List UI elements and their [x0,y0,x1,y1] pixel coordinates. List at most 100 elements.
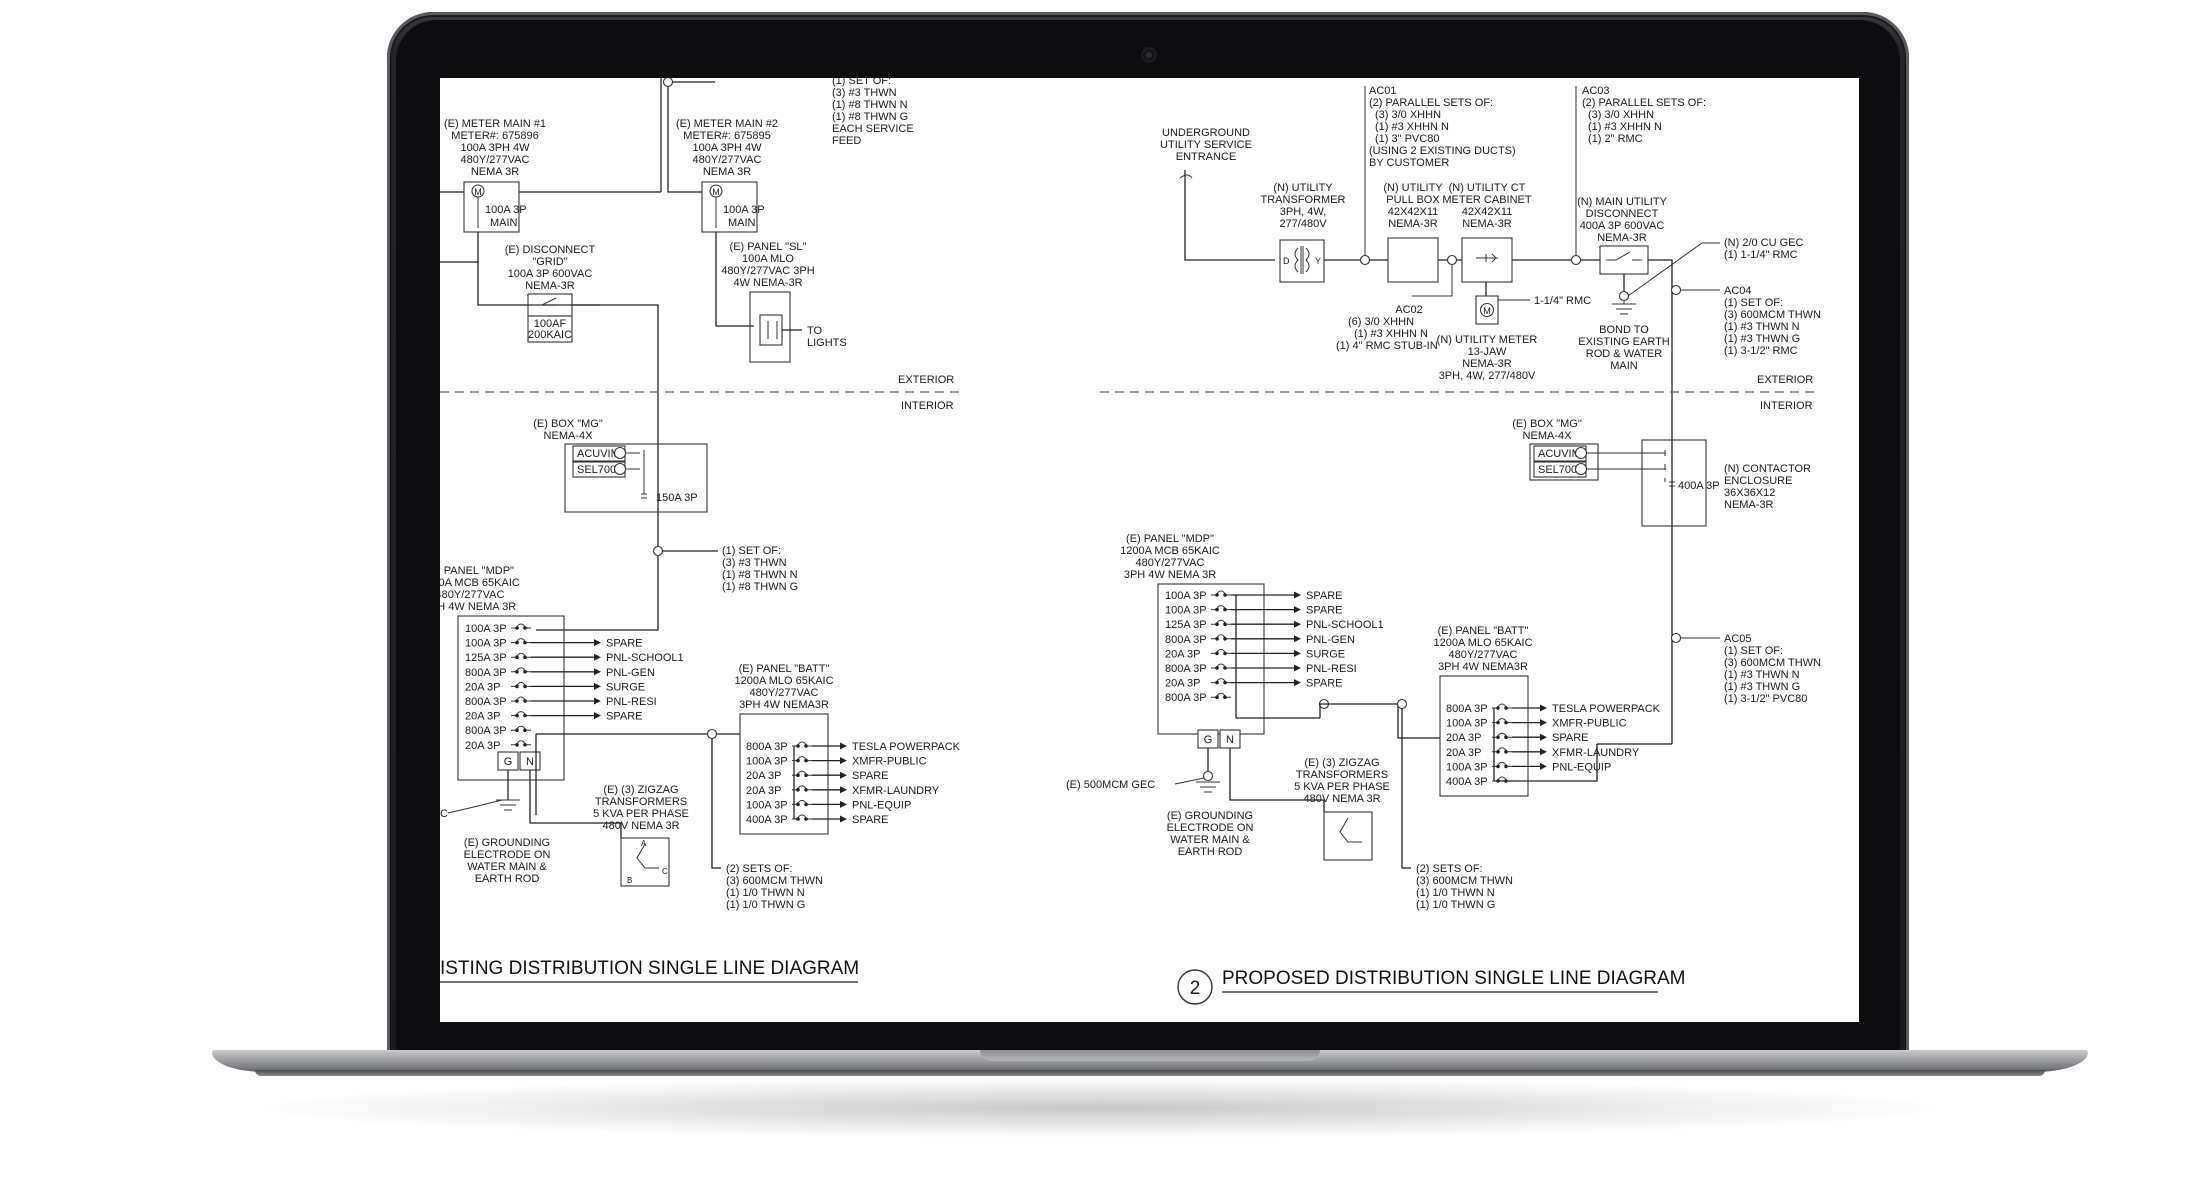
box-mg-label: (E) BOX "MG" [1512,418,1582,430]
phase-letter: B [627,876,632,885]
breaker-rating: 800A 3P [1165,663,1207,675]
diagram-number-circle [1177,969,1213,1005]
grid-disconnect-line-out [572,304,659,551]
breaker-contact [804,817,808,821]
note-line: (3) #3 THWN [722,557,787,569]
label-line: 3PH 4W NEMA 3R [440,601,516,613]
label-line: 3PH 4W NEMA3R [739,699,829,711]
breaker-rating: 100A 3P [465,638,507,650]
breaker-rating: 100A 3P [465,623,507,635]
screen: (1) SET OF: (3) #3 THWN (1) #8 THWN N (1… [440,78,1859,1022]
utility-service-line [1184,170,1275,261]
load-label: SURGE [1306,648,1345,660]
ct-meter-cabinet [1461,237,1513,283]
single-line-diagram-sheet: (1) SET OF: (3) #3 THWN (1) #8 THWN N (1… [440,78,1821,1005]
zigzag-label: (E) (3) ZIGZAG TRANSFORMERS 5 KVA PER PH… [1294,757,1390,805]
zigzag-transformer-box [1323,811,1373,861]
ac05-note: AC05 (1) SET OF: (3) 600MCM THWN (1) #3 … [1724,633,1821,705]
label-line: METER#: 675895 [683,130,770,142]
ct-symbol [1476,253,1498,263]
note-line: (1) #8 THWN G [722,581,798,593]
proposed-diagram: UNDERGROUND UTILITY SERVICE ENTRANCE AC0… [1066,85,1821,1005]
label-line: (E) DISCONNECT [505,244,596,256]
box-mg-label: NEMA-4X [1523,430,1573,442]
arrow-icon [594,668,601,676]
load-label: SPARE [606,638,642,650]
conductor-node [1396,698,1408,710]
breaker-contact [515,655,519,659]
note-line: (2) SETS OF: [1416,863,1483,875]
breaker-symbol [511,623,531,629]
utility-transformer-box [1279,239,1325,283]
label-line: DISCONNECT [1586,208,1659,220]
note-line: (3) 3/0 XHHN [1588,109,1654,121]
label-line: EARTH ROD [475,873,540,885]
arrow-icon [840,757,847,765]
breaker-contact [523,713,527,718]
breaker-rating: 100A 3P [1446,718,1488,730]
breaker-contact [523,670,527,674]
label-line: NEMA-3R [1462,358,1512,370]
breaker-rating: 400A 3P [746,814,788,826]
breaker-symbol [1492,718,1512,724]
note-line: (1) #8 THWN N [832,99,908,111]
breaker-rating: 20A 3P [1446,747,1481,759]
label-line: 100A 3PH 4W [692,142,762,154]
label-line: (E) PANEL "BATT" [739,663,830,675]
label-line: 100A 3P 600VAC [508,268,593,280]
note-line: (1) #3 XHHN N [1375,121,1449,133]
label-line: 480Y/277VAC [693,154,762,166]
meter-symbol: M [1483,306,1491,316]
mg-breaker-label: 150A 3P [656,492,698,504]
breaker-contact [1223,607,1227,612]
note-line: (1) 3-1/2" RMC [1724,345,1798,357]
breaker-rating: 800A 3P [465,696,507,708]
zigzag-symbol [1339,817,1362,843]
panel-sl-breaker [759,314,783,346]
note-line: (USING 2 EXISTING DUCTS) [1369,145,1516,157]
exterior-label: EXTERIOR [898,374,954,386]
batt-feed-line [1319,703,1440,739]
arrow-icon [594,697,601,705]
conductor-node [652,545,664,557]
label-line: NEMA 3R [703,166,751,178]
breaker-contact [1215,593,1219,597]
breaker-contact [1223,680,1227,685]
box-mg-label: NEMA-4X [544,430,594,442]
label-line: TRANSFORMERS [595,796,687,808]
sel700g-label: SEL700G [1538,464,1586,476]
acuvim-label: ACUVIM [577,448,620,460]
breaker-rating: 800A 3P [465,725,507,737]
label-line: 1200A MCB 65KAIC [1120,545,1220,557]
breaker-rating: 125A 3P [465,652,507,664]
breaker-contact [515,670,519,674]
note-line: AC02 [1395,304,1423,316]
neutral-to-zigzag [1229,748,1325,812]
ac04-note: AC04 (1) SET OF: (3) 600MCM THWN (1) #3 … [1724,285,1821,357]
breaker-rating: 20A 3P [465,681,500,693]
label-line: 100A MLO [742,253,794,265]
breaker-rating: 20A 3P [746,770,781,782]
arrow-icon [1294,620,1301,628]
ground-symbol [1196,781,1220,793]
interior-label: INTERIOR [901,400,954,412]
proposed-diagram-title: PROPOSED DISTRIBUTION SINGLE LINE DIAGRA… [1222,968,1685,989]
breaker-rating: 125A 3P [1165,619,1207,631]
label-line: (E) (3) ZIGZAG [1304,757,1379,769]
breaker-contact [1215,695,1219,699]
breaker-contact [1223,637,1227,641]
panel-sl-label: (E) PANEL "SL" 100A MLO 480Y/277VAC 3PH … [721,241,814,289]
meter-main-2-label: (E) METER MAIN #2 METER#: 675895 100A 3P… [676,118,778,178]
load-label: SPARE [606,711,642,723]
note-line: FEED [832,135,861,147]
wye-letter: Y [1315,256,1321,266]
breaker-contact [1223,651,1227,656]
breaker-symbol [792,741,812,747]
zigzag-feed-note: (2) SETS OF: (3) 600MCM THWN (1) 1/0 THW… [1416,863,1513,911]
breaker-contact [1504,720,1508,725]
label-line: NEMA-3R [525,280,575,292]
zigzag-feed-note: (2) SETS OF: (3) 600MCM THWN (1) 1/0 THW… [726,863,823,911]
label-line: 1200A MLO 65KAIC [734,675,833,687]
note-line: (2) SETS OF: [726,863,793,875]
note-line: (1) #3 THWN N [1724,669,1800,681]
